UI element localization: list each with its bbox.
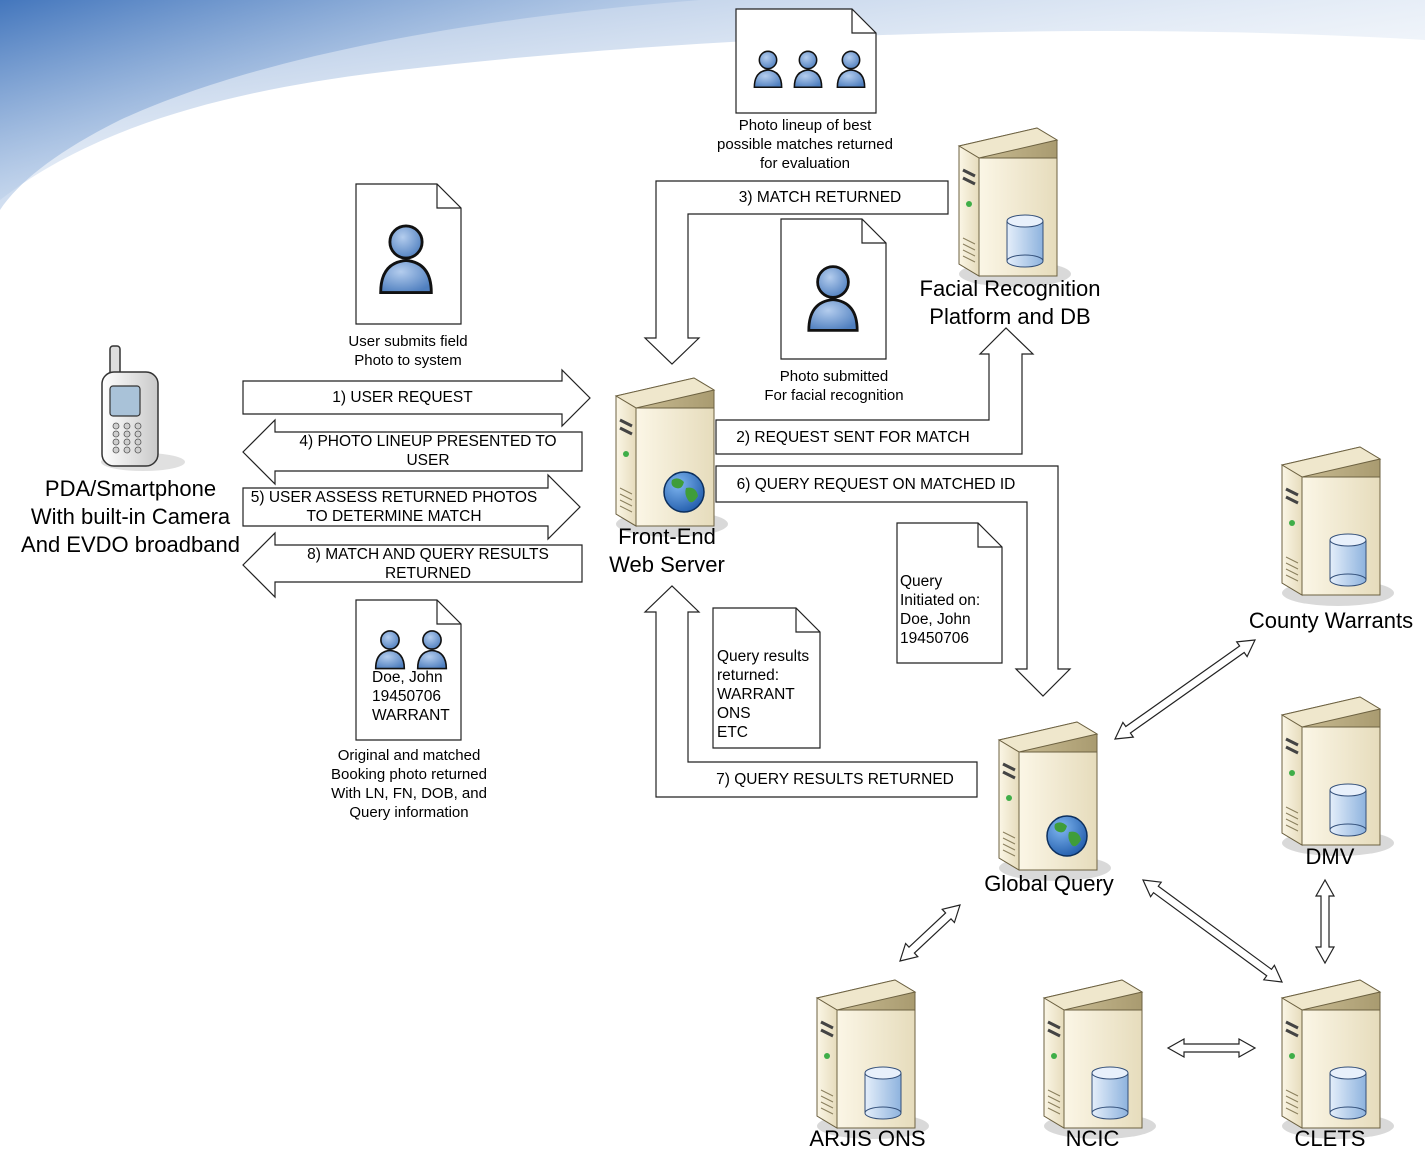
dmv-server-icon xyxy=(1280,696,1394,856)
arrow-5-user-assess xyxy=(242,473,581,541)
ncic-server-icon xyxy=(1042,979,1156,1139)
arrow-label-user-request: 1) USER REQUEST xyxy=(332,389,473,406)
global-query-label: Global Query xyxy=(984,871,1114,896)
person-icon xyxy=(836,50,866,89)
arrow-1-user-request xyxy=(242,368,591,428)
arrow-7-query-results xyxy=(643,585,978,798)
database-icon xyxy=(1091,1066,1129,1120)
arrow-label-request-sent-for-match: 2) REQUEST SENT FOR MATCH xyxy=(736,429,970,446)
document-query-initiated-icon xyxy=(896,522,1003,664)
arrow-label-query-results-returned: 7) QUERY RESULTS RETURNED xyxy=(716,771,954,788)
document-text-query-results: Query results returned: WARRANT ONS ETC xyxy=(717,648,810,741)
connector-global-county xyxy=(1113,639,1257,740)
database-icon xyxy=(1329,533,1367,587)
database-icon xyxy=(864,1066,902,1120)
facial-recognition-server-icon xyxy=(957,127,1071,287)
arrow-label-match-returned: 3) MATCH RETURNED xyxy=(738,189,902,206)
arjis-ons-label: ARJIS ONS xyxy=(809,1126,926,1151)
arrow-label-query-request: 6) QUERY REQUEST ON MATCHED ID xyxy=(736,476,1016,493)
front-end-web-server-icon xyxy=(614,377,728,537)
arrow-label-photo-lineup-presented: 4) PHOTO LINEUP PRESENTED TO USER xyxy=(299,433,557,469)
arrow-label-match-and-query-results: 8) MATCH AND QUERY RESULTS RETURNED xyxy=(307,546,549,582)
county-warrants-label: County Warrants xyxy=(1248,608,1414,633)
county-warrants-server-icon xyxy=(1280,446,1394,606)
document-text-query-initiated: Query Initiated on: Doe, John 19450706 xyxy=(900,573,981,647)
corner-background-decoration xyxy=(0,0,1425,210)
person-icon xyxy=(807,265,859,332)
arrow-3-match-returned xyxy=(643,180,949,365)
caption-user-submits-field-photo: User submits field Photo to system xyxy=(348,333,468,369)
clets-server-icon xyxy=(1280,979,1394,1139)
flow-arrows xyxy=(242,180,1072,798)
database-icon xyxy=(1006,214,1044,268)
caption-original-and-matched: Original and matched Booking photo retur… xyxy=(331,747,487,821)
caption-photo-submitted-facial: Photo submitted For facial recognition xyxy=(764,368,904,404)
arjis-ons-server-icon xyxy=(815,979,929,1139)
globe-icon xyxy=(663,471,705,513)
document-query-results-icon xyxy=(712,607,821,749)
clets-label: CLETS xyxy=(1294,1126,1366,1151)
front-end-web-server-label: Front-End Web Server xyxy=(609,524,725,577)
connector-ncic-clets xyxy=(1166,1037,1257,1059)
arrow-2-request-sent xyxy=(715,327,1035,455)
ncic-label: NCIC xyxy=(1065,1126,1120,1151)
database-icon xyxy=(1329,783,1367,837)
connector-global-clets xyxy=(1142,879,1283,983)
pda-label: PDA/Smartphone With built-in Camera And … xyxy=(21,476,240,557)
person-icon xyxy=(379,224,433,295)
smartphone-icon xyxy=(101,345,185,471)
caption-photo-lineup: Photo lineup of best possible matches re… xyxy=(717,117,893,172)
arrow-8-match-results xyxy=(242,531,583,599)
arrow-label-user-assess: 5) USER ASSESS RETURNED PHOTOS TO DETERM… xyxy=(250,489,538,525)
person-icon xyxy=(416,630,448,670)
global-query-server-icon xyxy=(997,721,1111,881)
database-icon xyxy=(1329,1066,1367,1120)
person-icon xyxy=(374,630,406,670)
globe-icon xyxy=(1046,815,1088,857)
person-icon xyxy=(753,50,783,89)
facial-recognition-label: Facial Recognition Platform and DB xyxy=(919,276,1101,329)
icons xyxy=(101,8,1394,1139)
connector-dmv-clets xyxy=(1314,878,1336,965)
arrow-6-query-request xyxy=(715,465,1072,697)
person-icon xyxy=(793,50,823,89)
bidirectional-connectors xyxy=(899,639,1336,1059)
dmv-label: DMV xyxy=(1305,844,1355,869)
connector-global-arjis xyxy=(899,904,961,962)
document-text-matched-record: Doe, John 19450706 WARRANT xyxy=(372,669,450,724)
arrow-4-photo-lineup xyxy=(242,418,583,486)
